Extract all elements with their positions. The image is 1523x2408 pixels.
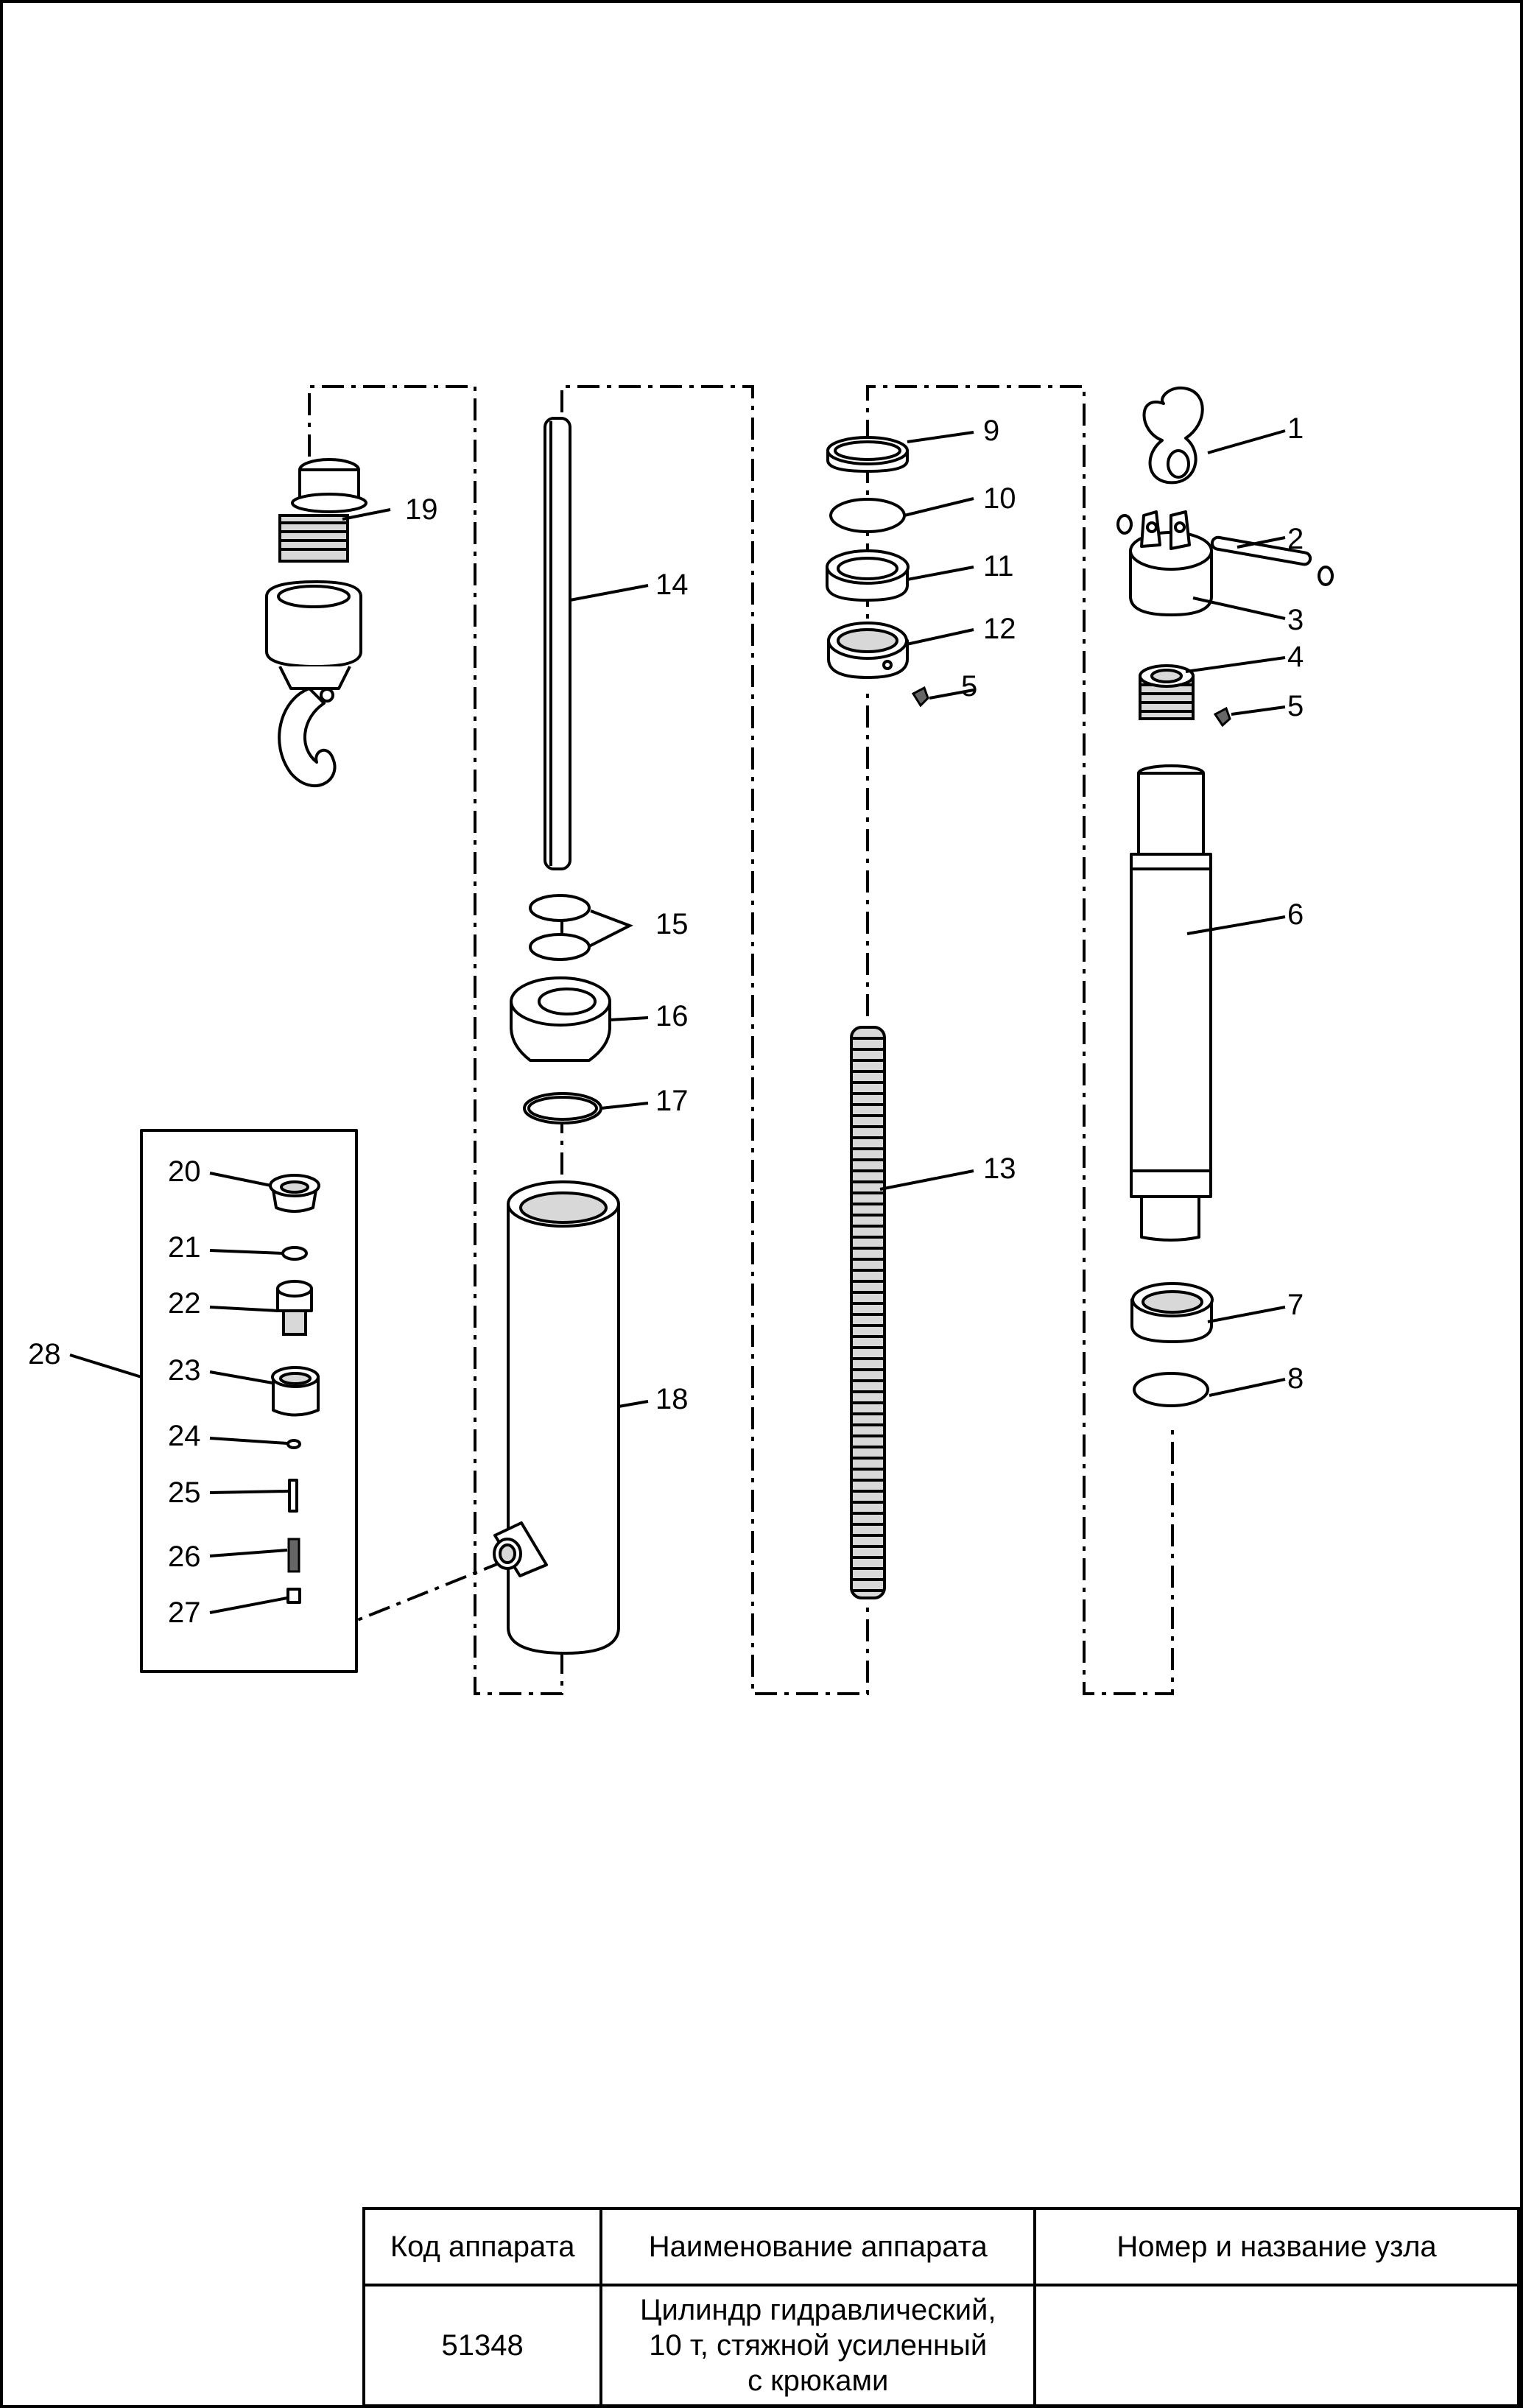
part-5-set-screw-left (911, 686, 929, 708)
part-15-o-rings (529, 894, 591, 961)
label-9: 9 (983, 415, 999, 447)
label-1: 1 (1287, 412, 1304, 445)
part-14-rod (544, 417, 571, 870)
label-3: 3 (1287, 604, 1304, 636)
device-name: Цилиндр гидравлический, 10 т, стяжной ус… (599, 2284, 1037, 2407)
title-block: Код аппарата Наименование аппарата Номер… (362, 2207, 1520, 2407)
label-17: 17 (655, 1085, 689, 1117)
part-24-ball (286, 1439, 301, 1449)
part-5-set-screw-right (1213, 706, 1231, 728)
part-18-cylinder (493, 1180, 620, 1655)
label-23: 23 (168, 1354, 201, 1387)
label-18: 18 (655, 1383, 689, 1415)
part-11-bushing (826, 549, 910, 602)
device-name-line-1: Цилиндр гидравлический, (639, 2294, 996, 2326)
part-labels: 1 2 3 4 5 5 6 7 8 9 10 11 12 13 14 15 16… (28, 412, 1304, 1629)
label-15: 15 (655, 908, 689, 940)
title-block-header-row: Код аппарата Наименование аппарата Номер… (362, 2207, 1520, 2286)
part-20-valve-cap (269, 1174, 320, 1213)
header-name: Наименование аппарата (599, 2207, 1037, 2286)
label-20: 20 (168, 1155, 201, 1188)
label-27: 27 (168, 1596, 201, 1629)
label-28: 28 (28, 1338, 61, 1370)
label-5-left: 5 (961, 670, 977, 703)
label-5-right: 5 (1287, 690, 1304, 722)
part-13-spring (850, 1026, 886, 1599)
header-node: Номер и название узла (1033, 2207, 1520, 2286)
label-25: 25 (168, 1476, 201, 1509)
label-11: 11 (983, 550, 1014, 582)
leader-lines (69, 429, 1286, 1614)
part-16-piston (510, 976, 611, 1062)
label-10: 10 (983, 482, 1016, 515)
part-21-ring (281, 1246, 308, 1261)
label-19: 19 (405, 493, 438, 526)
part-6-plunger (1130, 764, 1212, 1242)
label-7: 7 (1287, 1289, 1304, 1321)
label-2: 2 (1287, 523, 1304, 555)
assembly-lines (292, 385, 1174, 1695)
part-7-bushing (1130, 1282, 1214, 1343)
device-name-line-3: с крюками (748, 2365, 889, 2397)
part-27-plug (286, 1588, 301, 1604)
label-4: 4 (1287, 641, 1304, 673)
node-name (1033, 2284, 1520, 2407)
label-26: 26 (168, 1541, 201, 1573)
label-14: 14 (655, 568, 689, 601)
part-12-nut (827, 622, 909, 679)
part-25-pin (288, 1479, 298, 1513)
part-1-hook (1142, 386, 1204, 485)
part-10-o-ring (829, 498, 906, 533)
label-24: 24 (168, 1420, 201, 1452)
part-8-ring (1133, 1372, 1209, 1407)
label-16: 16 (655, 1000, 689, 1032)
label-22: 22 (168, 1287, 201, 1320)
part-23-bushing (271, 1366, 320, 1417)
part-2-pin (1116, 514, 1334, 586)
part-26-spring (287, 1538, 300, 1573)
device-name-line-2: 10 т, стяжной усиленный (649, 2329, 988, 2362)
title-block-value-row: 51348 Цилиндр гидравлический, 10 т, стяж… (362, 2284, 1520, 2407)
label-21: 21 (168, 1231, 201, 1264)
header-code: Код аппарата (362, 2207, 603, 2286)
part-9-ring (826, 436, 909, 473)
label-13: 13 (983, 1152, 1016, 1185)
label-6: 6 (1287, 898, 1304, 931)
part-19-hook-fitting (265, 458, 367, 788)
label-8: 8 (1287, 1362, 1304, 1395)
part-22-valve-seat (276, 1280, 313, 1336)
label-12: 12 (983, 613, 1016, 645)
part-17-seal (523, 1092, 602, 1124)
part-28-valve-group (140, 1129, 358, 1673)
device-code: 51348 (362, 2284, 603, 2407)
part-3-clevis (1129, 510, 1213, 616)
part-4-threaded-nut (1139, 664, 1195, 720)
